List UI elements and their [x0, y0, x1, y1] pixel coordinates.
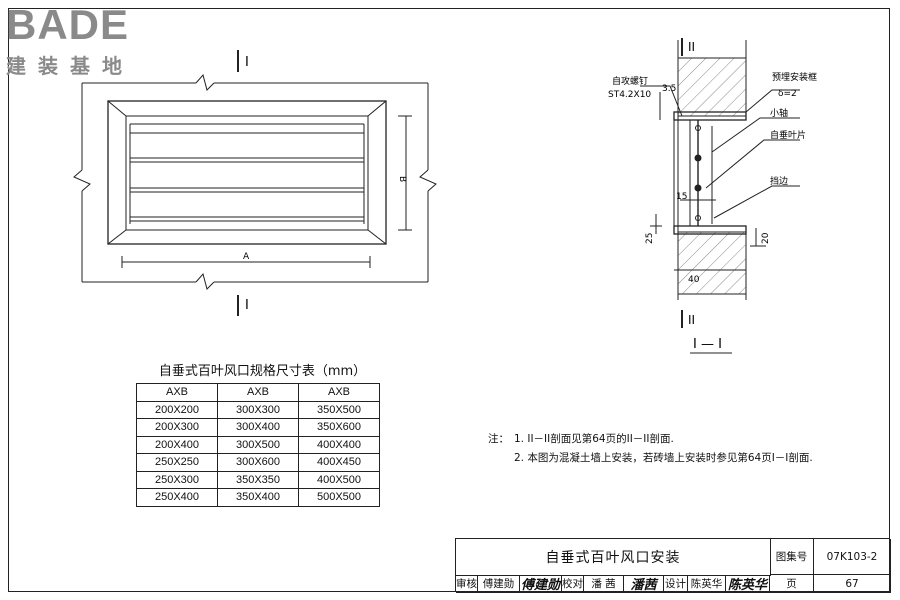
table-row: 200X400 300X500 400X400: [136, 435, 380, 454]
label-pin: 小轴: [770, 107, 788, 119]
atlas-number: 07K103-2: [814, 539, 891, 575]
designer-signature: 陈英华: [726, 575, 770, 593]
table-title: 自垂式百叶风口规格尺寸表（mm）: [158, 364, 367, 379]
table-cell: 350X500: [298, 400, 380, 419]
atlas-label: 图集号: [770, 539, 814, 575]
table-cell: 250X400: [136, 488, 218, 507]
table-cell: 300X400: [217, 418, 299, 437]
dim-20: 20: [761, 232, 771, 244]
label-frame: 预埋安装框: [772, 71, 817, 83]
table-header: AXB: [136, 383, 218, 402]
check-label: 校对: [562, 575, 584, 593]
dimension-a: A: [243, 252, 250, 262]
label-stop: 挡边: [770, 175, 788, 187]
review-label: 审核: [456, 575, 478, 593]
table-cell: 400X450: [298, 453, 380, 472]
label-screw-spec: ST4.2X10: [608, 90, 651, 100]
table-cell: 250X300: [136, 470, 218, 489]
dimension-b: B: [397, 176, 407, 182]
table-cell: 350X350: [217, 470, 299, 489]
reviewer-signature: 傅建勋: [520, 575, 562, 593]
table-cell: 350X600: [298, 418, 380, 437]
label-screw: 自攻螺钉: [612, 75, 648, 87]
table-cell: 400X500: [298, 470, 380, 489]
note-line-2: 2. 本图为混凝土墙上安装，若砖墙上安装时参见第64页I－I剖面.: [488, 449, 813, 468]
dim-40: 40: [688, 275, 700, 285]
dim-25: 25: [645, 233, 655, 244]
drawing-title: 自垂式百叶风口安装: [456, 539, 771, 576]
label-blade: 自垂叶片: [770, 129, 806, 141]
table-row: 200X200 300X300 350X500: [136, 400, 380, 419]
table-header: AXB: [298, 383, 380, 402]
table-cell: 200X200: [136, 400, 218, 419]
table-row: 250X400 350X400 500X500: [136, 488, 380, 507]
table-row: 200X300 300X400 350X600: [136, 418, 380, 437]
section-mark-top: I: [245, 55, 249, 70]
note-line-1: 注： 1. II－II剖面见第64页的II－II剖面.: [488, 430, 813, 449]
watermark-subtitle: 建装基地: [6, 54, 134, 78]
table-row: 250X300 350X350 400X500: [136, 470, 380, 489]
table-cell: 350X400: [217, 488, 299, 507]
table-cell: 200X300: [136, 418, 218, 437]
table-header-row: AXB AXB AXB: [136, 383, 380, 402]
section-mark-ii-top: II: [688, 40, 695, 54]
table-cell: 250X250: [136, 453, 218, 472]
page-label: 页: [770, 575, 814, 593]
label-delta: δ=2: [778, 89, 797, 99]
design-label: 设计: [664, 575, 688, 593]
spec-table: AXB AXB AXB 200X200 300X300 350X500 200X…: [136, 383, 380, 507]
dim-15: 15: [676, 192, 687, 202]
table-cell: 300X500: [217, 435, 299, 454]
table-cell: 300X300: [217, 400, 299, 419]
table-row: 250X250 300X600 400X450: [136, 453, 380, 472]
table-header: AXB: [217, 383, 299, 402]
section-mark-ii-bottom: II: [688, 313, 695, 327]
checker-name: 潘 茜: [584, 575, 624, 593]
watermark-brand: BADE: [6, 1, 130, 48]
table-cell: 300X600: [217, 453, 299, 472]
dim-3-5: 3.5: [662, 84, 676, 94]
section-title: I — I: [693, 337, 722, 352]
drawing-frame: [8, 8, 890, 592]
notes: 注： 1. II－II剖面见第64页的II－II剖面. 2. 本图为混凝土墙上安装…: [488, 430, 813, 468]
note-item: 1. II－II剖面见第64页的II－II剖面.: [514, 433, 674, 445]
table-cell: 400X400: [298, 435, 380, 454]
notes-label: 注：: [488, 433, 509, 445]
page-number: 67: [814, 575, 891, 593]
title-block: 自垂式百叶风口安装 图集号 07K103-2 审核 傅建勋 傅建勋 校对 潘 茜…: [455, 538, 891, 593]
checker-signature: 潘茜: [624, 575, 664, 593]
designer-name: 陈英华: [688, 575, 726, 593]
section-mark-bottom: I: [245, 298, 249, 313]
table-cell: 500X500: [298, 488, 380, 507]
note-item: 2. 本图为混凝土墙上安装，若砖墙上安装时参见第64页I－I剖面.: [514, 452, 813, 464]
watermark-logo: BADE 建装基地: [6, 4, 134, 79]
reviewer-name: 傅建勋: [478, 575, 520, 593]
table-cell: 200X400: [136, 435, 218, 454]
